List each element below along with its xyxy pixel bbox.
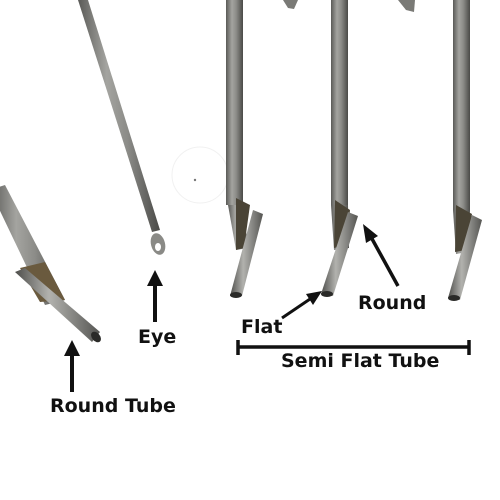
round-tube-needle [0,185,101,343]
round-tube-label: Round Tube [50,395,176,417]
flat-label: Flat [241,316,283,338]
eye-needle [78,0,166,255]
dust-mark [171,146,229,204]
semi-flat-tube-label: Semi Flat Tube [281,350,440,372]
dust-dot [193,178,197,182]
top-fragments [283,0,415,12]
arrow-eye [147,270,163,322]
semi-flat-needle-2 [321,0,358,297]
round-label: Round [358,292,427,314]
semi-flat-bracket [236,340,471,355]
arrow-round [363,224,400,287]
arrow-round-tube [64,340,80,392]
semi-flat-needle-3 [448,0,482,301]
arrow-flat [281,291,322,320]
semi-flat-needle-1 [226,0,263,298]
eye-label: Eye [138,326,177,348]
